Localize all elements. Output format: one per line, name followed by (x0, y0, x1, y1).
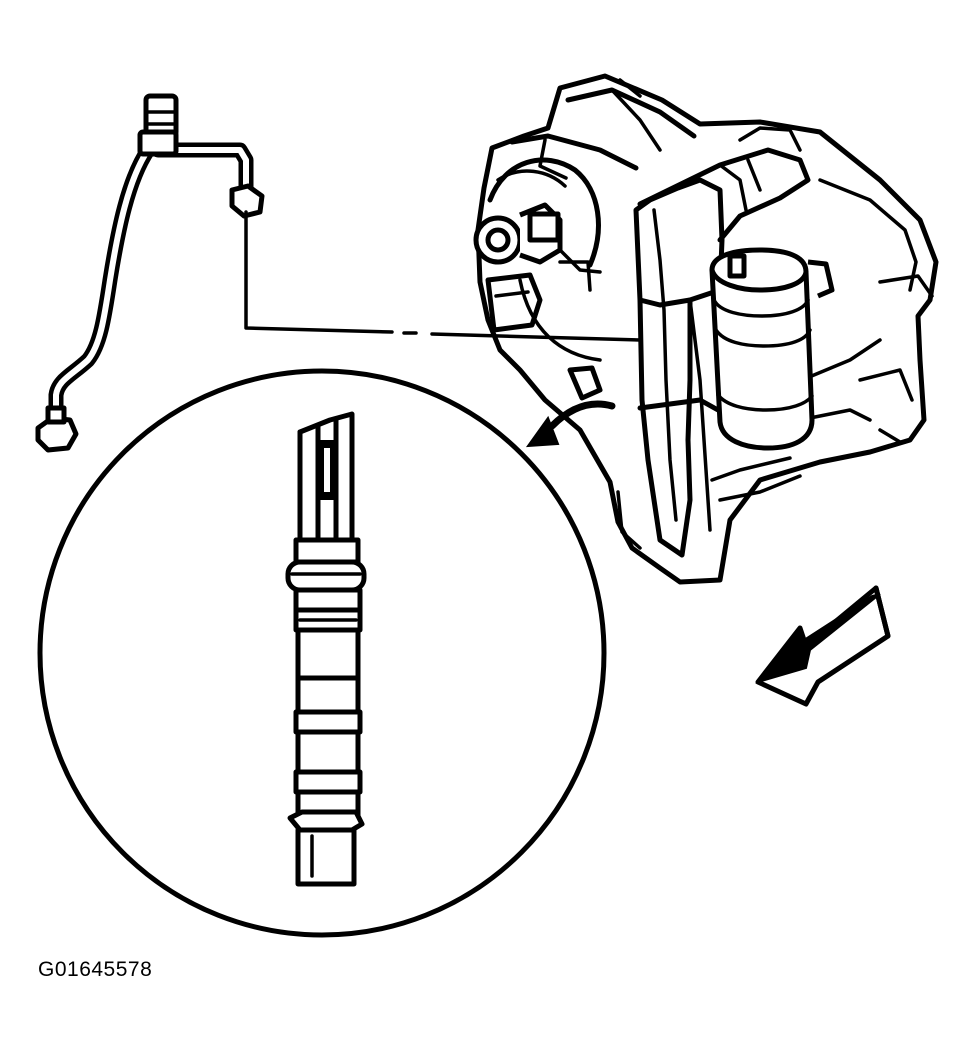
removal-arrow (525, 400, 616, 448)
forward-direction-arrow (755, 585, 891, 707)
orifice-tube (285, 411, 367, 887)
evaporator-housing (473, 73, 939, 585)
leader-line (244, 210, 394, 334)
figure-id-label: G01645578 (38, 958, 153, 981)
refrigerant-line (35, 93, 265, 453)
accumulator-canister (637, 247, 835, 451)
detail-circle (37, 368, 607, 938)
